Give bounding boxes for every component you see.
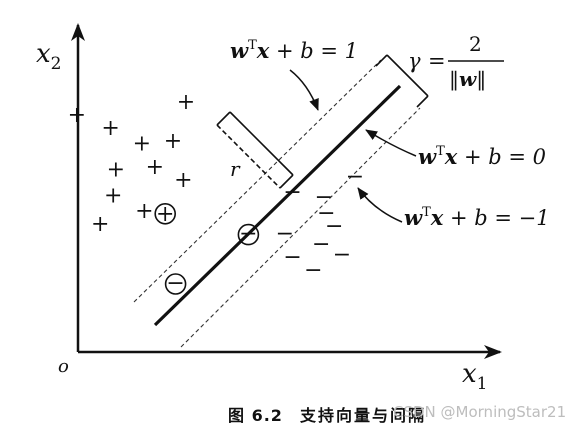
- pointer-lower-margin: [357, 187, 403, 223]
- negative-sample-point: −: [317, 201, 335, 226]
- negative-support-vector-circle: [237, 223, 260, 246]
- svg-text:2: 2: [469, 32, 482, 56]
- negative-sample-point: −: [325, 214, 343, 239]
- positive-sample-point: +: [177, 90, 195, 115]
- distance-r-bracket: [216, 111, 294, 189]
- lower-margin-line: [180, 107, 421, 348]
- positive-support-vector-circle: [154, 203, 176, 225]
- negative-support-vector-point: −: [166, 271, 184, 296]
- y-axis-label: x2: [36, 39, 62, 74]
- pointer-upper-margin: [289, 69, 319, 111]
- positive-sample-point: +: [91, 212, 109, 237]
- figure-caption: 图 6.2 支持向量与间隔 CSDN @MorningStar21: [0, 398, 585, 428]
- negative-sample-point: −: [276, 222, 294, 247]
- margin-bracket: [375, 54, 429, 108]
- negative-sample-point: −: [312, 232, 330, 257]
- negative-sample-point: −: [315, 185, 333, 210]
- negative-sample-point: −: [283, 245, 301, 270]
- svg-text:=: =: [428, 49, 446, 73]
- distance-label: r: [230, 157, 241, 181]
- gamma-formula: γ = 2 ‖w‖: [408, 32, 504, 92]
- positive-sample-point: +: [174, 168, 192, 193]
- negative-support-vector-point: −: [239, 222, 257, 247]
- upper-margin-line: [133, 59, 382, 303]
- equation-decision-boundary: wTx + b = 0: [418, 144, 546, 169]
- negative-sample-point: −: [333, 242, 351, 267]
- figure-title: 支持向量与间隔: [300, 406, 427, 425]
- negative-sample-point: −: [346, 164, 364, 189]
- positive-sample-point: +: [68, 103, 86, 128]
- sample-points: +++++++++++−−−−−−−−−−+−−: [68, 90, 365, 296]
- positive-sample-point: +: [107, 158, 125, 183]
- positive-sample-point: +: [104, 184, 122, 209]
- equation-upper-margin: wTx + b = 1: [230, 38, 358, 63]
- x-axis-label: x1: [462, 359, 488, 394]
- positive-sample-point: +: [164, 129, 182, 154]
- watermark: CSDN @MorningStar21: [393, 403, 567, 421]
- pointer-decision-boundary: [365, 129, 417, 157]
- positive-sample-point: +: [133, 132, 151, 157]
- positive-sample-point: +: [101, 116, 119, 141]
- positive-sample-point: +: [135, 199, 153, 224]
- origin-label: o: [58, 356, 69, 377]
- positive-support-vector-point: +: [156, 202, 174, 227]
- decision-boundary-line: [153, 84, 402, 327]
- negative-sample-point: −: [304, 258, 322, 283]
- figure-number: 图 6.2: [228, 406, 283, 425]
- equation-lower-margin: wTx + b = −1: [404, 205, 550, 230]
- positive-sample-point: +: [146, 155, 164, 180]
- svg-text:γ: γ: [408, 49, 421, 73]
- svg-text:‖w‖: ‖w‖: [449, 67, 486, 92]
- negative-sample-point: −: [283, 180, 301, 205]
- negative-support-vector-circle: [164, 273, 187, 295]
